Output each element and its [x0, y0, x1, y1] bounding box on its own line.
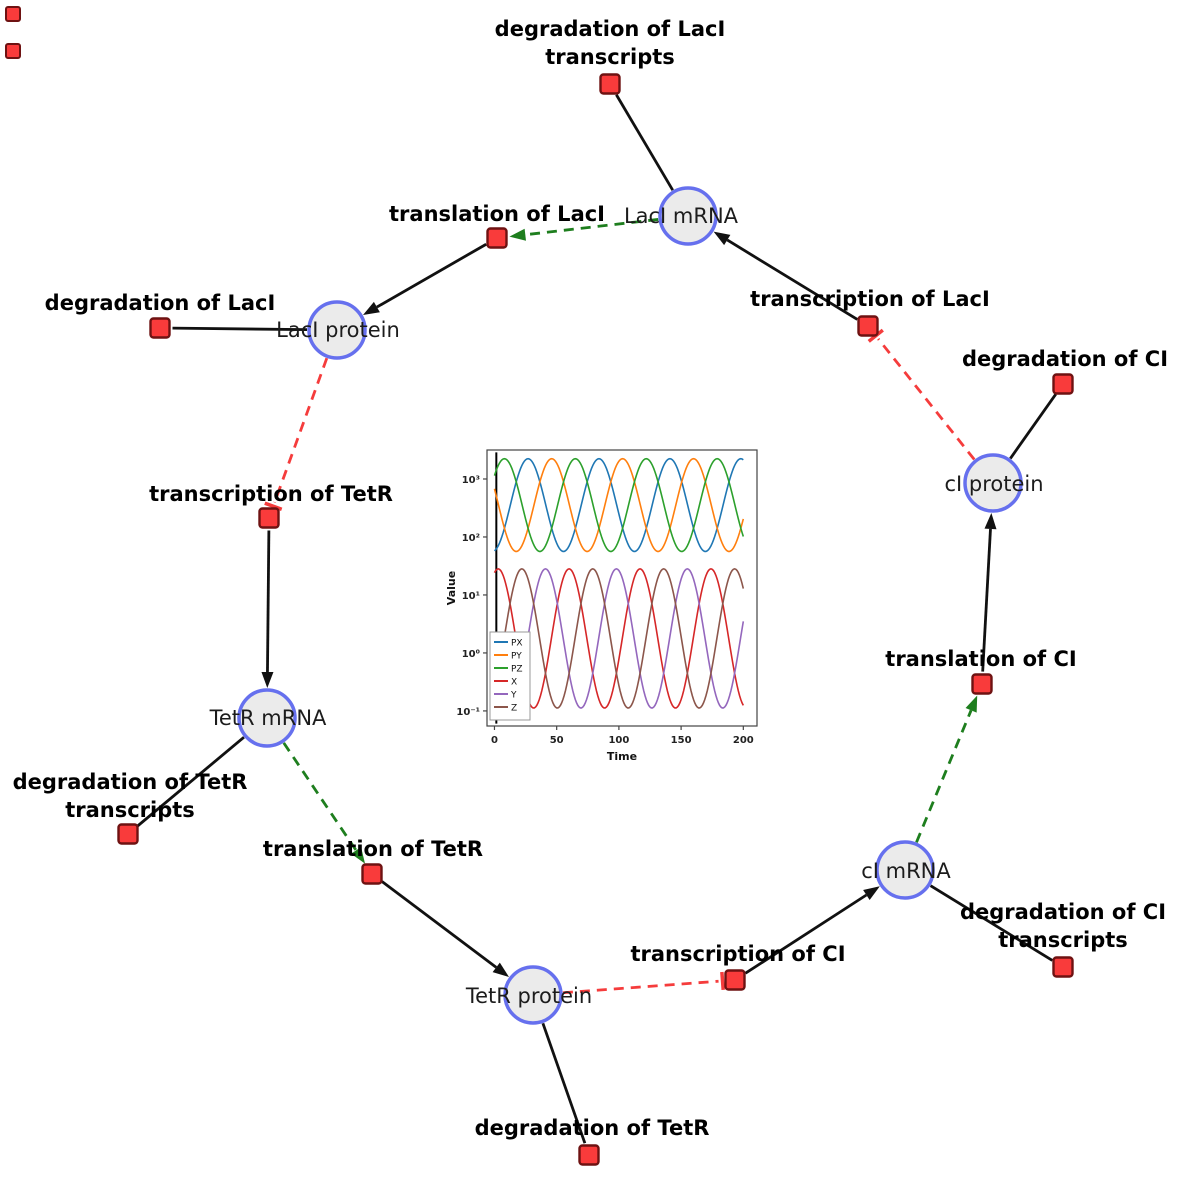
chart-x-tick: 0	[491, 735, 498, 746]
chart-x-tick: 200	[733, 735, 754, 746]
chart-y-tick: 10²	[462, 533, 480, 544]
reaction-node-deg_laci[interactable]	[149, 317, 171, 339]
chart-legend-label: PX	[511, 639, 523, 649]
species-label-ci_protein: cI protein	[944, 472, 1043, 496]
edge-inhibition	[562, 971, 725, 995]
reaction-node-deg_tetr_tx[interactable]	[117, 823, 139, 845]
edge-inhibition	[264, 357, 329, 511]
reaction-node-txn_tetr[interactable]	[258, 507, 280, 529]
edge-inhibition	[867, 328, 976, 461]
species-label-laci_protein: LacI protein	[276, 318, 400, 342]
chart-x-label: Time	[607, 750, 637, 763]
reaction-node-deg_ci_tx[interactable]	[1052, 956, 1074, 978]
chart-y-tick: 10⁻¹	[456, 707, 480, 718]
species-node-ci_mrna[interactable]	[875, 840, 935, 900]
reaction-node-tln_laci[interactable]	[486, 227, 508, 249]
edge-modifier	[282, 742, 366, 864]
edge-consumption	[541, 1022, 587, 1144]
reaction-node-txn_laci[interactable]	[857, 315, 879, 337]
species-label-laci_mrna: LacI mRNA	[624, 204, 739, 228]
reaction-node-txn_ci[interactable]	[724, 969, 746, 991]
chart-series-X	[493, 568, 745, 709]
chart-series-PZ	[493, 457, 745, 553]
reaction-label-deg_laci: degradation of LacI	[45, 291, 276, 315]
reaction-label-deg_ci: degradation of CI	[962, 347, 1168, 371]
edge-consumption	[929, 884, 1054, 962]
chart-series-Z	[493, 568, 745, 709]
edge-production	[381, 880, 510, 977]
stray-node-0[interactable]	[5, 6, 21, 22]
edge-production	[713, 231, 859, 321]
edge-production	[981, 512, 997, 672]
chart-legend-label: Z	[511, 704, 517, 714]
chart-legend-label: Y	[510, 691, 517, 701]
chart-legend	[489, 631, 531, 721]
chart-x-tick: 100	[608, 735, 629, 746]
reaction-label-tln_ci: translation of CI	[885, 647, 1076, 671]
species-node-tetr_protein[interactable]	[503, 965, 563, 1025]
species-label-tetr_mrna: TetR mRNA	[209, 706, 327, 730]
chart-x-tick: 150	[671, 735, 692, 746]
species-node-ci_protein[interactable]	[963, 453, 1023, 513]
reaction-label-deg_tetr: degradation of TetR	[475, 1116, 710, 1140]
reaction-label-txn_tetr: transcription of TetR	[149, 482, 393, 506]
chart-legend-label: PY	[511, 652, 522, 662]
reaction-node-tln_ci[interactable]	[971, 673, 993, 695]
reaction-label-tln_laci: translation of LacI	[389, 202, 605, 226]
chart-legend-label: X	[511, 678, 517, 688]
chart-series-Y	[493, 568, 745, 709]
chart-series-PY	[493, 457, 745, 553]
chart-y-tick: 10³	[462, 475, 480, 486]
edge-consumption	[1009, 393, 1057, 460]
edge-modifier	[509, 218, 659, 241]
species-node-laci_protein[interactable]	[307, 300, 367, 360]
reaction-label-tln_tetr: translation of TetR	[263, 837, 483, 861]
species-node-laci_mrna[interactable]	[658, 186, 718, 246]
chart-y-tick: 10⁰	[462, 649, 480, 660]
edge-production	[261, 530, 274, 689]
edge-consumption	[615, 94, 674, 191]
species-label-ci_mrna: cI mRNA	[861, 859, 951, 883]
stray-node-1[interactable]	[5, 43, 21, 59]
reaction-node-tln_tetr[interactable]	[361, 863, 383, 885]
chart-y-label: Value	[445, 571, 458, 605]
chart-x-tick: 50	[550, 735, 564, 746]
chart-legend-label: PZ	[511, 665, 523, 675]
reaction-node-deg_laci_tx[interactable]	[599, 73, 621, 95]
reaction-label-txn_ci: transcription of CI	[630, 942, 845, 966]
species-node-tetr_mrna[interactable]	[237, 688, 297, 748]
edge-consumption	[136, 736, 245, 828]
species-label-tetr_protein: TetR protein	[465, 984, 592, 1008]
chart-y-tick: 10¹	[462, 591, 480, 602]
reaction-node-deg_ci[interactable]	[1052, 373, 1074, 395]
chart-series-PX	[493, 457, 744, 553]
edge-consumption	[172, 326, 308, 332]
edge-modifier	[915, 695, 978, 843]
reaction-label-txn_laci: transcription of LacI	[750, 287, 990, 311]
edge-production	[744, 886, 880, 975]
edges-layer	[136, 94, 1057, 1144]
edge-production	[363, 243, 487, 316]
nodes-layer	[5, 6, 1074, 1166]
reaction-node-deg_tetr[interactable]	[578, 1144, 600, 1166]
